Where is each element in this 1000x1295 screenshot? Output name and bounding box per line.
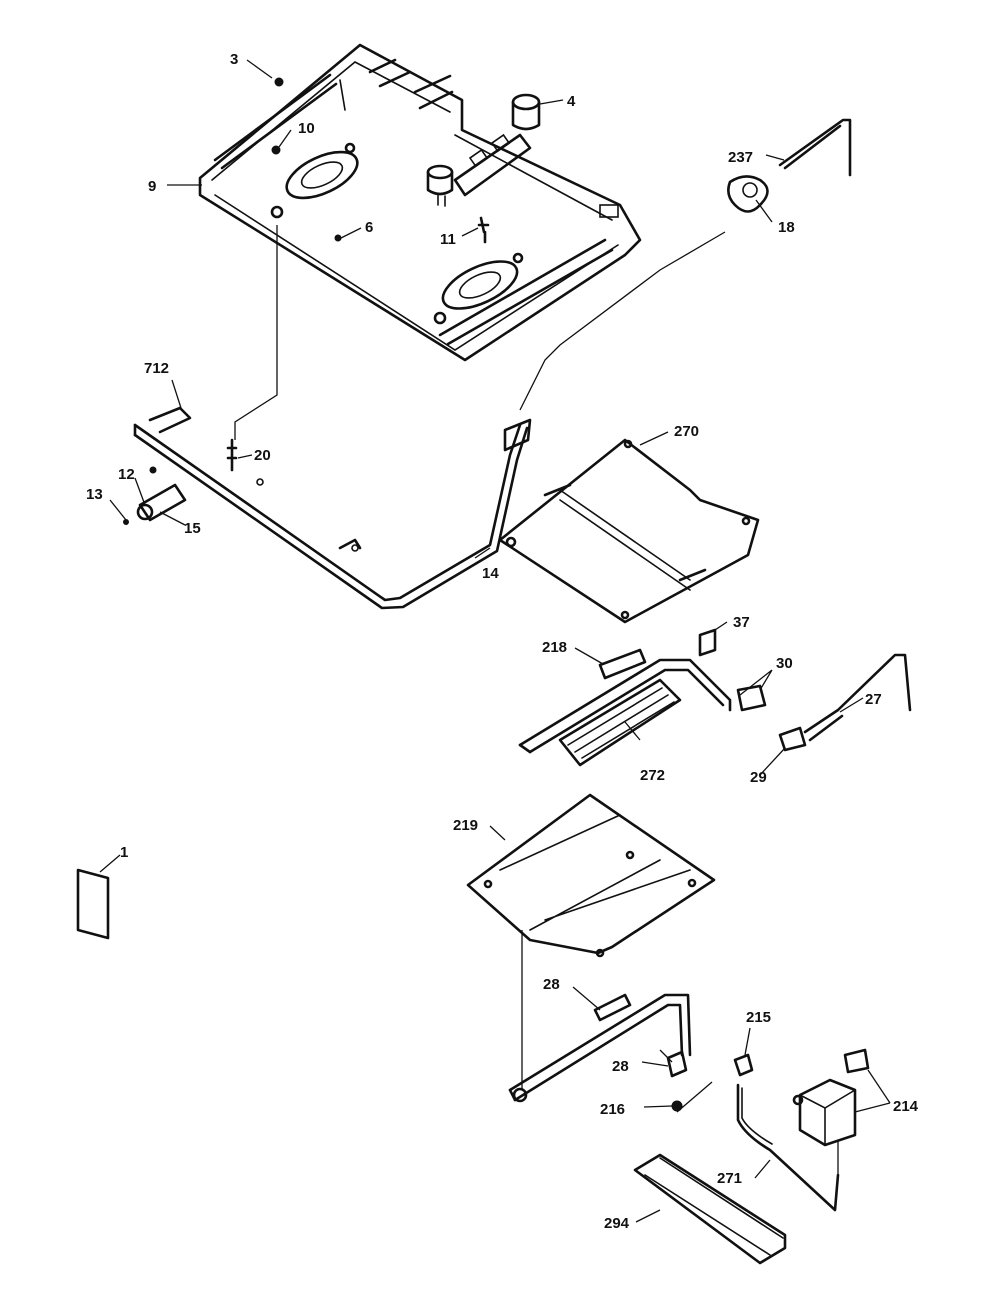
callout-237: 237 (728, 149, 753, 166)
safety-valve-214 (792, 1048, 870, 1147)
gas-tube-271 (736, 1083, 840, 1212)
callout-214: 214 (893, 1098, 919, 1115)
lower-burner-assembly (508, 993, 754, 1112)
callout-270: 270 (674, 423, 699, 440)
callout-18: 18 (778, 219, 795, 236)
callout-15: 15 (184, 520, 201, 537)
callout-1: 1 (120, 844, 128, 861)
callout-712: 712 (144, 360, 169, 377)
callout-30: 30 (776, 655, 793, 672)
callout-29: 29 (750, 769, 767, 786)
callout-219: 219 (453, 817, 478, 834)
callout-272: 272 (640, 767, 665, 784)
manifold-clip (148, 406, 238, 472)
callout-14: 14 (482, 565, 499, 582)
callout-labels: 3 4 9 10 237 18 6 11 712 20 12 13 15 14 … (86, 51, 919, 1232)
callout-294: 294 (604, 1215, 630, 1232)
literature-card (76, 868, 110, 940)
callout-27: 27 (865, 691, 882, 708)
callout-13: 13 (86, 486, 103, 503)
callout-9: 9 (148, 178, 156, 195)
callout-215: 215 (746, 1009, 771, 1026)
valve-bracket-assembly (426, 93, 541, 207)
callout-271: 271 (717, 1170, 742, 1187)
callout-4: 4 (567, 93, 576, 110)
callout-218: 218 (542, 639, 567, 656)
manifold-pipe (133, 418, 532, 610)
burner-box-tray (198, 43, 642, 362)
callout-10: 10 (298, 120, 315, 137)
callout-216: 216 (600, 1101, 625, 1118)
bracket-294 (633, 1153, 787, 1265)
leader-lines (99, 59, 891, 1223)
callout-11: 11 (440, 231, 456, 248)
callout-12: 12 (118, 466, 135, 483)
callout-3: 3 (230, 51, 238, 68)
assembly-lines (234, 225, 839, 1175)
lower-shield-219 (466, 793, 716, 958)
callout-20: 20 (254, 447, 271, 464)
callout-6: 6 (365, 219, 373, 236)
tray-fasteners (271, 77, 490, 244)
bake-burner-assembly (518, 628, 912, 767)
heat-shield-270 (498, 438, 760, 624)
callout-28-upper: 28 (543, 976, 560, 993)
callout-37: 37 (733, 614, 750, 631)
callout-28-lower: 28 (612, 1058, 629, 1075)
